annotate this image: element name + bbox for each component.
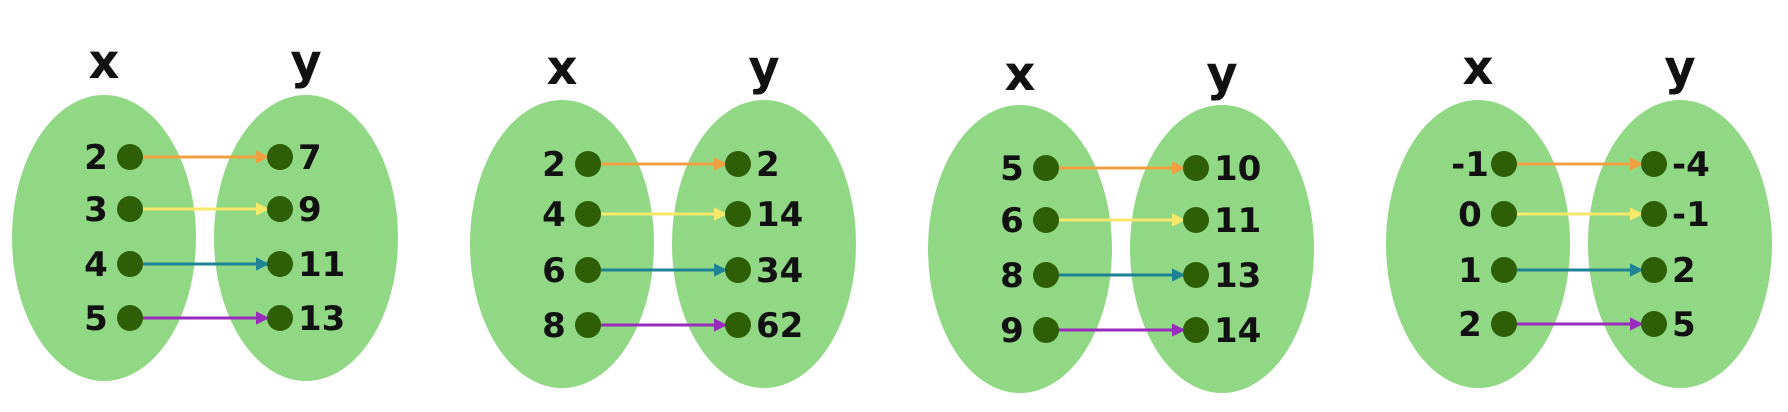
domain-value: -1	[1451, 145, 1489, 185]
range-label: y	[1664, 40, 1695, 96]
domain-value: 8	[542, 306, 566, 346]
domain-value: 2	[84, 138, 108, 178]
range-dot	[725, 257, 751, 283]
range-value: -1	[1672, 195, 1710, 235]
range-value: 62	[756, 306, 803, 346]
range-dot	[1641, 201, 1667, 227]
mapping-diagram-3: x y 5 10 6 11 8 13 9 14	[928, 46, 1314, 393]
domain-value: 6	[542, 251, 566, 291]
domain-label: x	[547, 40, 578, 96]
domain-label: x	[89, 34, 120, 90]
domain-value: 4	[542, 195, 566, 235]
range-dot	[1183, 155, 1209, 181]
range-ellipse	[214, 95, 398, 381]
range-ellipse	[672, 100, 856, 388]
domain-dot	[575, 201, 601, 227]
domain-label: x	[1463, 40, 1494, 96]
range-ellipse	[1588, 100, 1772, 388]
domain-dot	[1033, 262, 1059, 288]
range-dot	[1183, 262, 1209, 288]
range-dot	[725, 312, 751, 338]
range-value: 5	[1672, 305, 1696, 345]
range-dot	[267, 251, 293, 277]
range-label: y	[290, 34, 321, 90]
domain-dot	[575, 257, 601, 283]
domain-value: 5	[84, 299, 108, 339]
range-value: 13	[298, 299, 345, 339]
range-value: 13	[1214, 256, 1261, 296]
domain-value: 5	[1000, 149, 1024, 189]
domain-dot	[117, 196, 143, 222]
domain-ellipse	[12, 95, 196, 381]
range-value: 2	[1672, 251, 1696, 291]
domain-dot	[117, 251, 143, 277]
range-label: y	[1206, 46, 1237, 102]
domain-dot	[1033, 155, 1059, 181]
domain-dot	[575, 151, 601, 177]
range-value: 11	[1214, 201, 1261, 241]
range-dot	[1641, 151, 1667, 177]
domain-value: 0	[1458, 195, 1482, 235]
domain-dot	[575, 312, 601, 338]
domain-ellipse	[928, 105, 1112, 393]
domain-dot	[117, 144, 143, 170]
range-dot	[1641, 257, 1667, 283]
range-dot	[725, 151, 751, 177]
domain-ellipse	[1386, 100, 1570, 388]
domain-value: 3	[84, 190, 108, 230]
domain-dot	[1491, 311, 1517, 337]
domain-dot	[1033, 317, 1059, 343]
domain-value: 4	[84, 245, 108, 285]
range-value: 9	[298, 190, 322, 230]
domain-dot	[1033, 207, 1059, 233]
domain-ellipse	[470, 100, 654, 388]
domain-label: x	[1005, 46, 1036, 102]
range-dot	[267, 144, 293, 170]
range-value: -4	[1672, 145, 1710, 185]
domain-value: 1	[1458, 251, 1482, 291]
domain-dot	[1491, 201, 1517, 227]
domain-value: 6	[1000, 201, 1024, 241]
range-value: 11	[298, 245, 345, 285]
domain-value: 8	[1000, 256, 1024, 296]
range-dot	[1641, 311, 1667, 337]
range-value: 10	[1214, 149, 1261, 189]
mapping-diagram-2: x y 2 2 4 14 6 34 8 62	[470, 40, 856, 388]
range-dot	[1183, 317, 1209, 343]
range-value: 7	[298, 138, 322, 178]
range-dot	[267, 305, 293, 331]
range-ellipse	[1130, 105, 1314, 393]
range-value: 34	[756, 251, 803, 291]
mapping-diagram-1: x y 2 7 3 9 4 11 5 13	[12, 34, 398, 381]
domain-value: 9	[1000, 311, 1024, 351]
range-value: 14	[756, 195, 803, 235]
domain-dot	[117, 305, 143, 331]
domain-value: 2	[542, 145, 566, 185]
range-label: y	[748, 40, 779, 96]
range-dot	[1183, 207, 1209, 233]
range-dot	[267, 196, 293, 222]
range-value: 14	[1214, 311, 1261, 351]
range-value: 2	[756, 145, 780, 185]
domain-dot	[1491, 151, 1517, 177]
domain-value: 2	[1458, 305, 1482, 345]
mapping-diagram-4: x y -1 -4 0 -1 1 2 2 5	[1386, 40, 1772, 388]
domain-dot	[1491, 257, 1517, 283]
range-dot	[725, 201, 751, 227]
